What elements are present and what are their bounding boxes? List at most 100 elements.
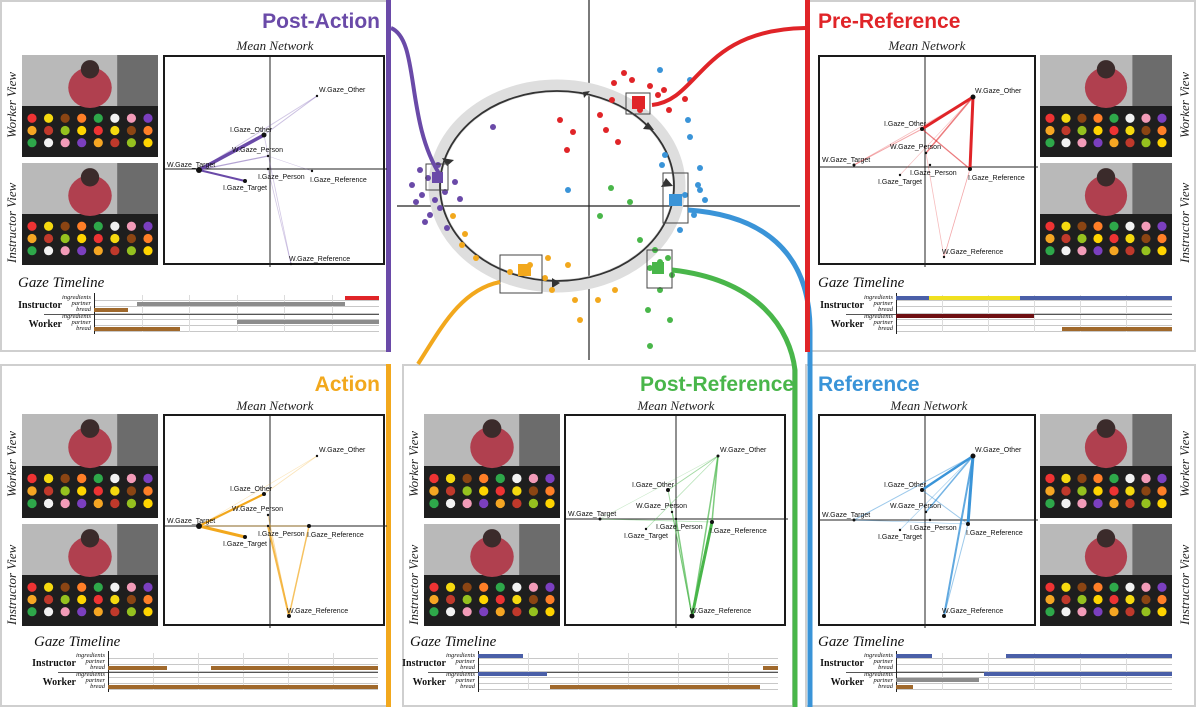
svg-text:I.Gaze_Other: I.Gaze_Other: [632, 482, 675, 489]
svg-text:I.Gaze_Target: I.Gaze_Target: [223, 541, 267, 548]
pre-reference-gaze-timeline-title: Gaze Timeline: [818, 275, 905, 291]
action-accent-bar: [386, 364, 391, 707]
svg-text:I.Gaze_Reference: I.Gaze_Reference: [710, 528, 767, 535]
post-reference-title: Post-Reference: [640, 373, 795, 396]
node-w_reference: [942, 614, 946, 618]
post-action-worker-view-label: Worker View: [4, 71, 19, 138]
svg-text:W.Gaze_Person: W.Gaze_Person: [636, 503, 687, 510]
timeline-segment: [478, 672, 547, 677]
svg-text:W.Gaze_Reference: W.Gaze_Reference: [942, 249, 1003, 256]
svg-text:I.Gaze_Other: I.Gaze_Other: [230, 486, 273, 493]
timeline-sublabel: bread: [460, 664, 475, 672]
node-i_target: [243, 535, 247, 539]
timeline-sublabel: bread: [76, 325, 91, 332]
timeline-sublabel: partner: [85, 658, 106, 666]
node-w_reference: [287, 614, 291, 618]
node-i_reference: [307, 524, 311, 528]
timeline-segment: [210, 665, 378, 671]
timeline-segment: [984, 672, 1172, 677]
node-i_reference: [968, 167, 972, 171]
svg-text:I.Gaze_Reference: I.Gaze_Reference: [307, 532, 364, 539]
post-action-instructor-photo: [22, 163, 158, 265]
timeline-sublabel: partner: [455, 676, 476, 684]
timeline-instructor-label: Instructor: [32, 658, 76, 669]
node-w_target: [852, 163, 856, 167]
timeline-axis: [896, 651, 897, 693]
timeline-segment: [344, 295, 379, 300]
svg-text:I.Gaze_Person: I.Gaze_Person: [910, 170, 957, 177]
pre-reference-worker-view-label: Worker View: [1177, 71, 1192, 138]
action-instructor-view-label: Instructor View: [4, 544, 19, 625]
reference-worker-photo: [1040, 414, 1172, 518]
timeline-segment: [136, 301, 345, 306]
svg-text:I.Gaze_Target: I.Gaze_Target: [878, 534, 922, 541]
post-action-gaze-timeline-title: Gaze Timeline: [18, 275, 105, 291]
post-reference-gaze-timeline-title: Gaze Timeline: [410, 634, 497, 650]
timeline-sublabel: bread: [878, 306, 893, 314]
svg-text:I.Gaze_Target: I.Gaze_Target: [223, 185, 267, 192]
node-w_person: [924, 151, 928, 155]
node-i_person: [928, 163, 932, 167]
reference-title: Reference: [818, 373, 920, 396]
node-w_person: [670, 510, 674, 514]
timeline-sublabel: ingredients: [863, 652, 893, 659]
svg-text:I.Gaze_Reference: I.Gaze_Reference: [310, 177, 367, 184]
node-w_target: [598, 517, 602, 521]
svg-text:I.Gaze_Person: I.Gaze_Person: [656, 524, 703, 531]
timeline-sublabel: partner: [873, 676, 894, 684]
post-action-mean-network-title: Mean Network: [236, 38, 314, 53]
timeline-axis: [478, 651, 479, 693]
post-action-title: Post-Action: [262, 10, 380, 33]
node-i_person: [266, 524, 270, 528]
reference-mean-network-title: Mean Network: [890, 398, 968, 413]
post-reference-worker-view-label: Worker View: [406, 430, 421, 497]
node-w_other: [315, 454, 319, 458]
timeline-segment: [896, 653, 932, 658]
timeline-segment: [478, 653, 523, 658]
node-w_person: [266, 154, 270, 158]
timeline-sublabel: ingredients: [863, 312, 893, 320]
svg-text:I.Gaze_Person: I.Gaze_Person: [910, 525, 957, 532]
timeline-sublabel: bread: [878, 325, 893, 332]
timeline-instructor-label: Instructor: [402, 658, 446, 669]
svg-text:W.Gaze_Target: W.Gaze_Target: [822, 157, 870, 164]
svg-text:I.Gaze_Person: I.Gaze_Person: [258, 531, 305, 538]
timeline-sublabel: ingredients: [75, 652, 105, 659]
timeline-sublabel: bread: [90, 664, 105, 672]
node-w_person: [266, 513, 270, 517]
timeline-sublabel: bread: [90, 683, 105, 690]
svg-text:W.Gaze_Target: W.Gaze_Target: [167, 518, 215, 525]
timeline-segment: [108, 684, 378, 689]
node-i_target: [898, 173, 902, 177]
pre-reference-title: Pre-Reference: [818, 10, 961, 33]
timeline-sublabel: partner: [85, 676, 106, 684]
svg-text:W.Gaze_Other: W.Gaze_Other: [720, 447, 767, 454]
svg-text:W.Gaze_Person: W.Gaze_Person: [232, 147, 283, 154]
timeline-segment: [94, 307, 129, 313]
timeline-sublabel: bread: [76, 306, 91, 314]
timeline-separator: [44, 313, 379, 315]
svg-text:W.Gaze_Target: W.Gaze_Target: [822, 512, 870, 519]
reference-worker-view-label: Worker View: [1177, 430, 1192, 497]
svg-text:W.Gaze_Other: W.Gaze_Other: [319, 87, 366, 94]
timeline-sublabel: ingredients: [75, 670, 105, 678]
node-i_other: [262, 492, 266, 496]
node-w_other: [970, 453, 976, 459]
svg-text:W.Gaze_Other: W.Gaze_Other: [975, 88, 1022, 95]
reference-instructor-view-label: Instructor View: [1177, 544, 1192, 625]
timeline-sublabel: partner: [873, 318, 894, 326]
timeline-sublabel: partner: [71, 318, 92, 326]
node-i_target: [898, 528, 902, 532]
action-instructor-photo: [22, 524, 158, 626]
timeline-segment: [896, 295, 1172, 300]
timeline-worker-label: Worker: [28, 319, 62, 330]
node-w_other: [970, 94, 976, 100]
timeline-segment: [896, 684, 913, 689]
